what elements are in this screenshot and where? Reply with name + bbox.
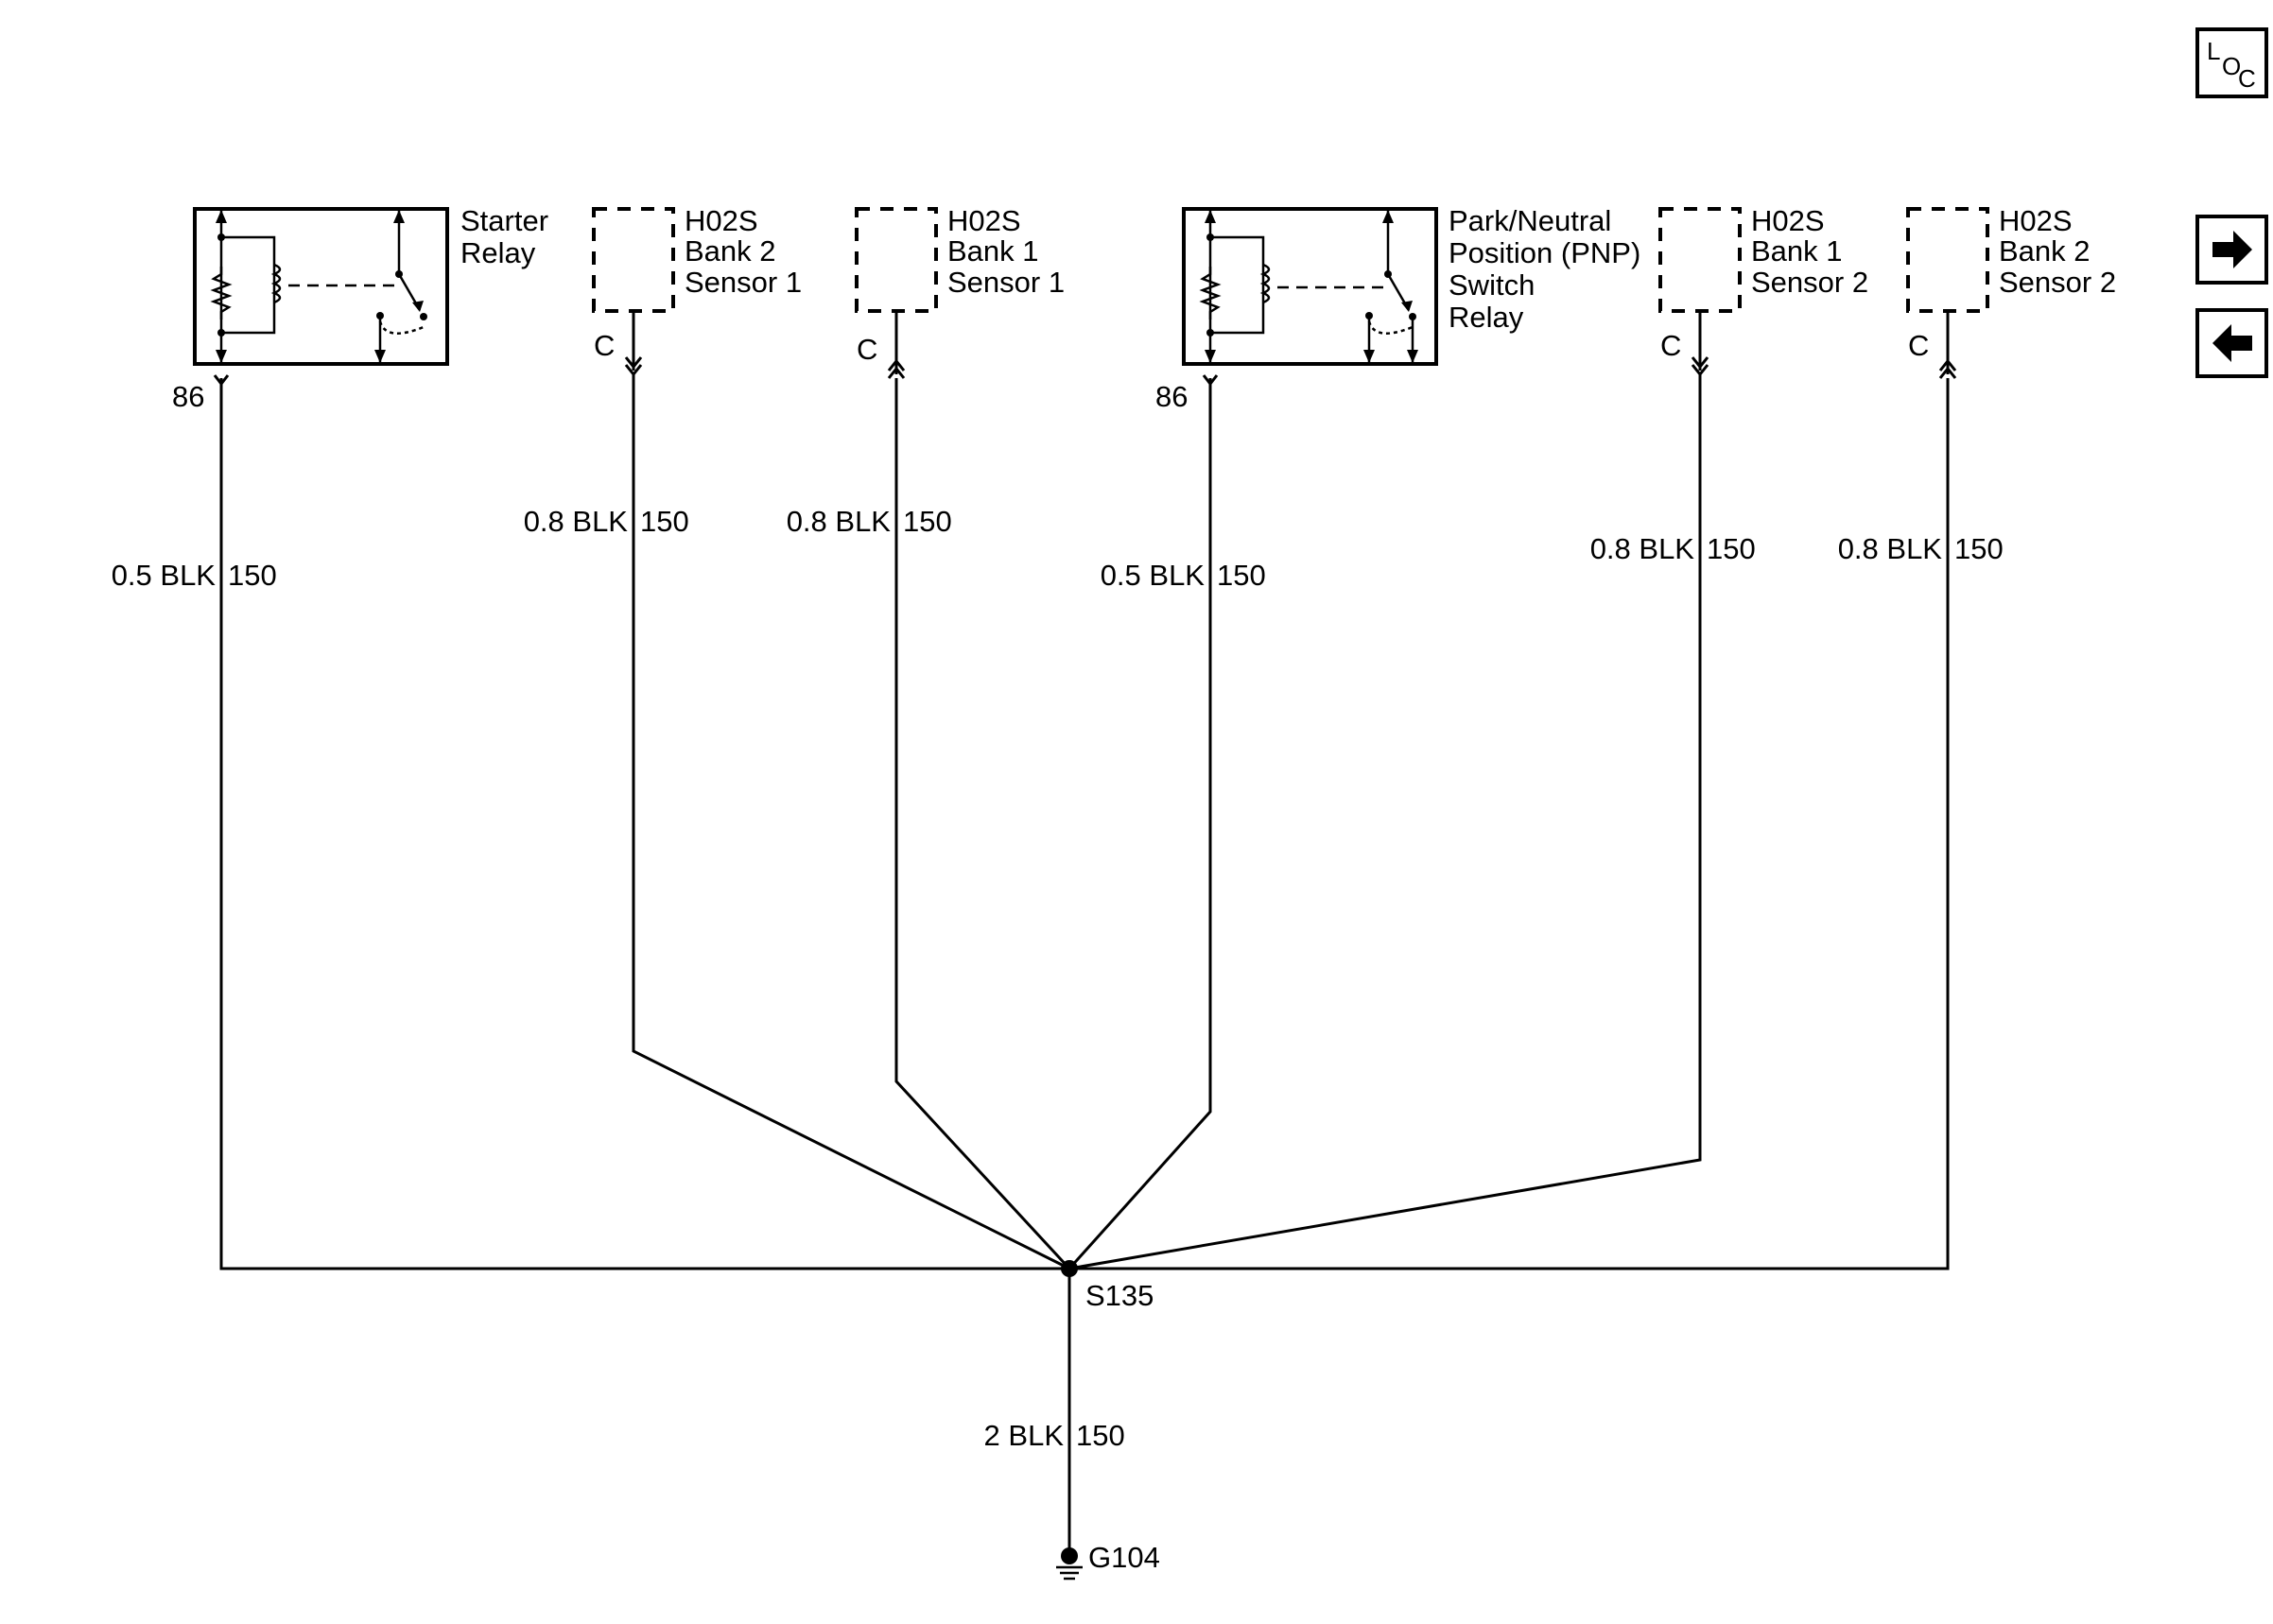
arrow-left-icon xyxy=(2212,324,2252,362)
loc-button[interactable]: L O C xyxy=(2195,27,2268,98)
h02s-bank2-sensor2-box xyxy=(1906,207,1989,313)
starter-relay-pin: 86 xyxy=(172,380,204,413)
pnp-relay-wire-color: 0.5 BLK xyxy=(1101,559,1206,592)
ground-label: G104 xyxy=(1088,1541,1160,1574)
h02s-bank2-sensor2-wire-color: 0.8 BLK xyxy=(1838,532,1943,565)
pnp-switch-relay-box xyxy=(1182,207,1438,366)
h02s-bank2-sensor2: H02S Bank 2 Sensor 2 C xyxy=(1906,204,2116,379)
ground-g104: G104 xyxy=(1056,1541,1160,1581)
h02s-bank2-sensor1-connector: C xyxy=(594,329,615,362)
starter-relay-label-1: Starter xyxy=(460,204,548,237)
ground-icon xyxy=(1056,1547,1083,1581)
h02s-bank2-sensor1-circuit: 150 xyxy=(640,505,689,538)
splice-label: S135 xyxy=(1085,1279,1154,1312)
h02s-bank2-sensor1: H02S Bank 2 Sensor 1 C xyxy=(592,204,802,377)
ground-wire-color: 2 BLK xyxy=(984,1419,1065,1452)
h02s-bank1-sensor2-label-3: Sensor 2 xyxy=(1751,266,1868,299)
h02s-bank1-sensor1-wire-color: 0.8 BLK xyxy=(787,505,892,538)
h02s-bank1-sensor1: H02S Bank 1 Sensor 1 C xyxy=(855,204,1065,379)
h02s-bank1-sensor2-box xyxy=(1658,207,1742,313)
h02s-bank2-sensor2-circuit: 150 xyxy=(1954,532,2004,565)
starter-relay-label-2: Relay xyxy=(460,236,536,269)
starter-relay: Starter Relay 86 xyxy=(172,204,548,413)
h02s-bank1-sensor1-box xyxy=(855,207,938,313)
pnp-relay-label-2: Position (PNP) xyxy=(1449,236,1640,269)
ground-wire-circuit: 150 xyxy=(1076,1419,1125,1452)
pnp-relay-label-1: Park/Neutral xyxy=(1449,204,1611,237)
h02s-bank1-sensor2-connector: C xyxy=(1660,329,1681,362)
pnp-relay-circuit: 150 xyxy=(1217,559,1266,592)
wire-labels: 0.5 BLK 150 0.8 BLK 150 0.8 BLK 150 0.5 … xyxy=(112,505,2004,1452)
prev-page-button[interactable] xyxy=(2195,308,2268,378)
h02s-bank1-sensor2-circuit: 150 xyxy=(1707,532,1756,565)
h02s-bank1-sensor2-label-2: Bank 1 xyxy=(1751,234,1843,268)
loc-letter-o: O xyxy=(2222,52,2241,80)
h02s-bank1-sensor1-circuit: 150 xyxy=(903,505,952,538)
arrow-right-icon xyxy=(2212,231,2252,268)
starter-relay-wire-color: 0.5 BLK xyxy=(112,559,217,592)
pnp-relay-pin: 86 xyxy=(1155,380,1188,413)
h02s-bank1-sensor1-label-3: Sensor 1 xyxy=(947,266,1065,299)
h02s-bank2-sensor2-label-2: Bank 2 xyxy=(1999,234,2091,268)
loc-letter-c: C xyxy=(2238,64,2256,93)
h02s-bank2-sensor1-wire-color: 0.8 BLK xyxy=(524,505,629,538)
h02s-bank2-sensor2-label-1: H02S xyxy=(1999,204,2073,237)
next-page-button[interactable] xyxy=(2195,215,2268,285)
h02s-bank1-sensor1-connector: C xyxy=(857,333,877,366)
h02s-bank2-sensor2-label-3: Sensor 2 xyxy=(1999,266,2116,299)
h02s-bank2-sensor2-connector: C xyxy=(1908,329,1929,362)
h02s-bank2-sensor1-box xyxy=(592,207,675,313)
pnp-relay-label-3: Switch xyxy=(1449,268,1535,302)
starter-relay-circuit: 150 xyxy=(228,559,277,592)
starter-relay-box xyxy=(193,207,449,366)
h02s-bank1-sensor2: H02S Bank 1 Sensor 2 C xyxy=(1658,204,1868,377)
h02s-bank2-sensor1-label-2: Bank 2 xyxy=(685,234,776,268)
h02s-bank2-sensor1-label-3: Sensor 1 xyxy=(685,266,802,299)
h02s-bank1-sensor2-wire-color: 0.8 BLK xyxy=(1590,532,1695,565)
h02s-bank2-sensor1-label-1: H02S xyxy=(685,204,758,237)
splice-s135: S135 xyxy=(1061,1260,1154,1312)
pnp-switch-relay: Park/Neutral Position (PNP) Switch Relay… xyxy=(1155,204,1640,413)
ground-wires xyxy=(219,374,1950,1556)
splice-dot xyxy=(1061,1260,1078,1277)
h02s-bank1-sensor1-label-2: Bank 1 xyxy=(947,234,1039,268)
loc-letter-l: L xyxy=(2207,37,2220,65)
pnp-relay-label-4: Relay xyxy=(1449,301,1524,334)
h02s-bank1-sensor2-label-1: H02S xyxy=(1751,204,1825,237)
h02s-bank1-sensor1-label-1: H02S xyxy=(947,204,1021,237)
